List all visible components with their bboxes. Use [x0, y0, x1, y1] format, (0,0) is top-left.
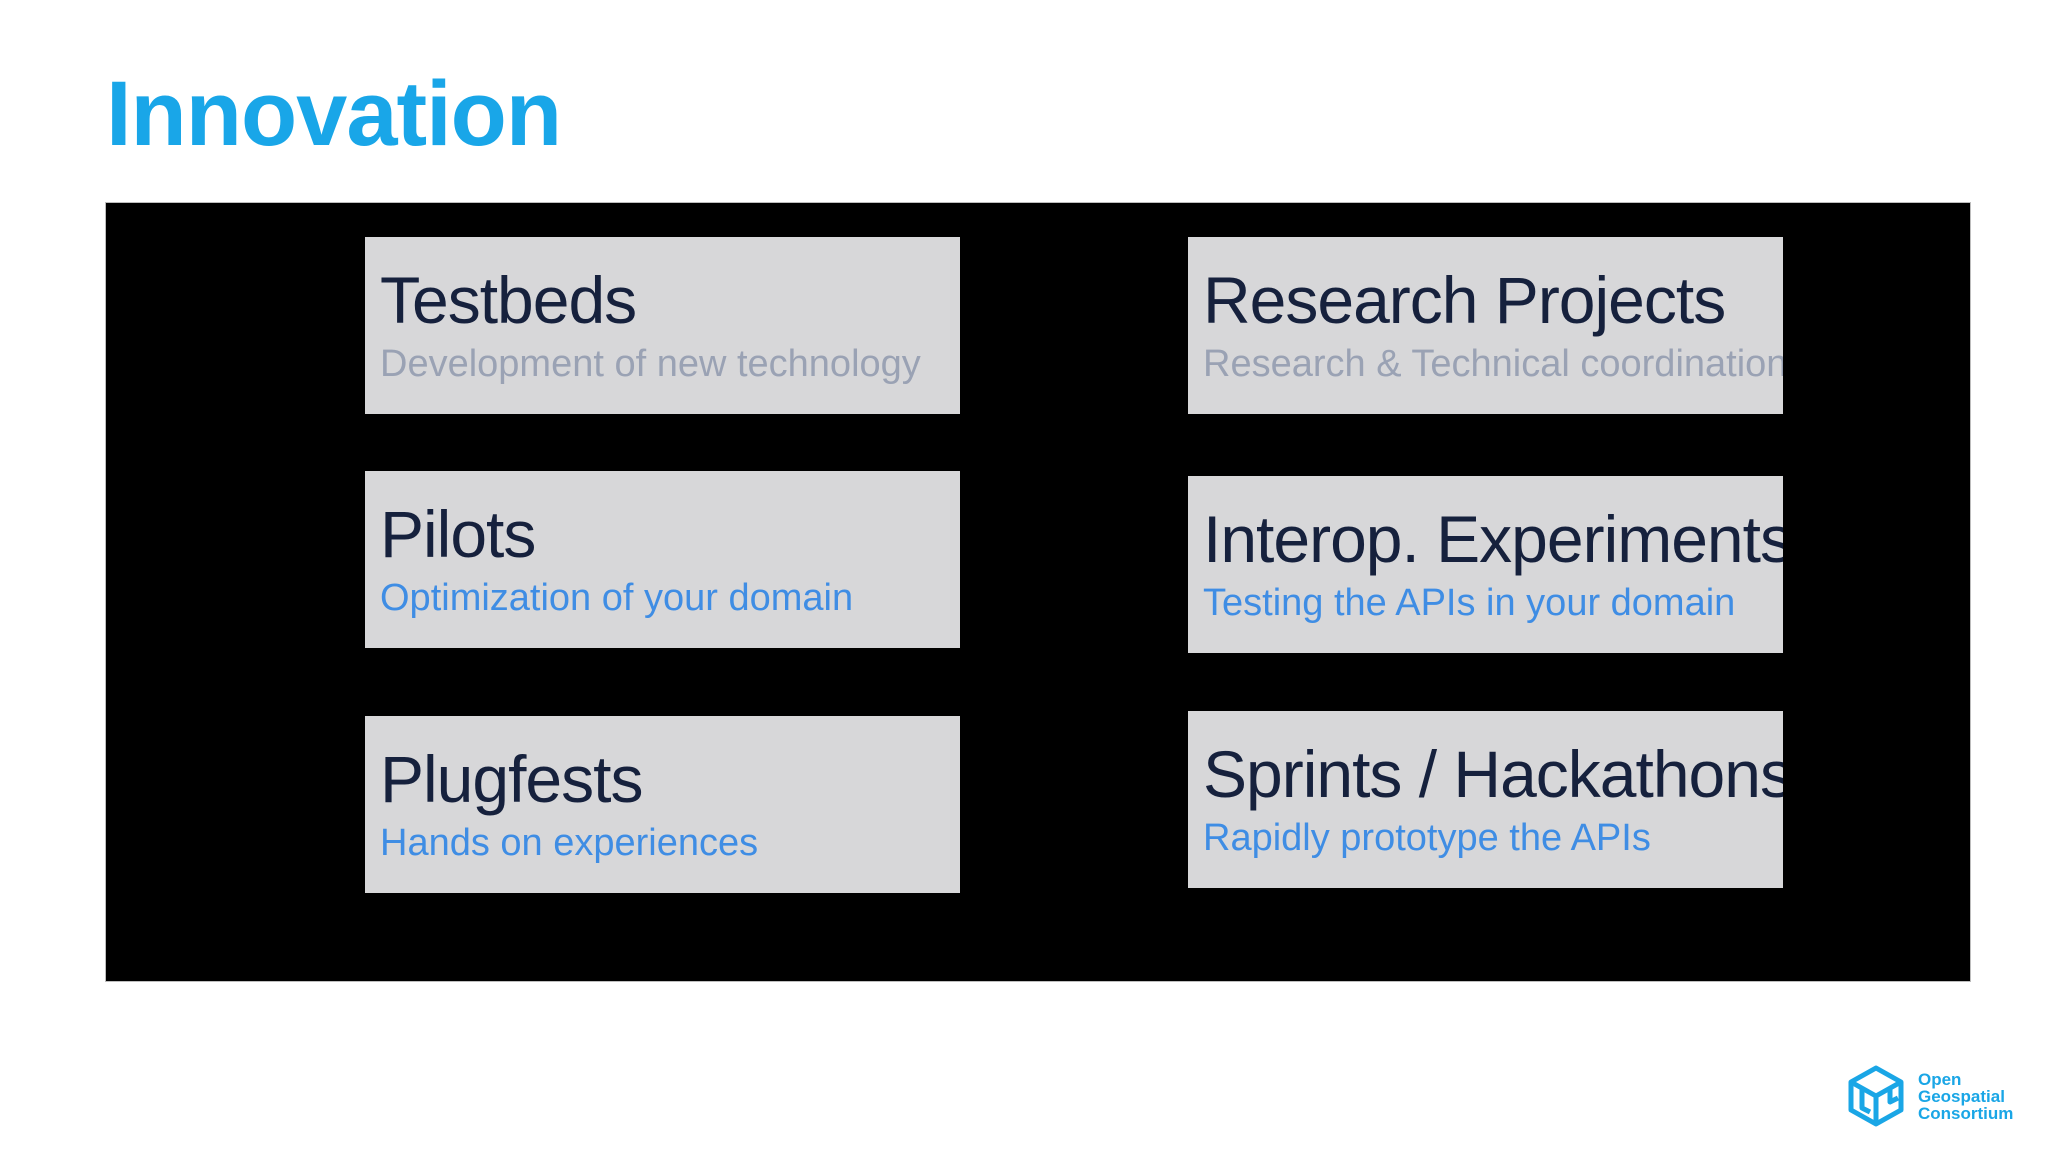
- card-pilots: Pilots Optimization of your domain: [365, 471, 960, 648]
- card-title: Pilots: [380, 497, 536, 571]
- logo-line-consortium: Consortium: [1918, 1103, 2014, 1123]
- card-subtitle: Optimization of your domain: [380, 577, 854, 619]
- card-subtitle: Testing the APIs in your domain: [1203, 582, 1736, 624]
- logo-line-open: Open: [1918, 1069, 1962, 1089]
- logo-line-geospatial: Geospatial: [1918, 1086, 2005, 1106]
- card-title: Testbeds: [380, 263, 637, 337]
- content-panel: Testbeds Development of new technology R…: [106, 203, 1970, 981]
- card-testbeds: Testbeds Development of new technology: [365, 237, 960, 414]
- card-title: Interop. Experiments: [1203, 502, 1783, 576]
- card-title: Research Projects: [1203, 263, 1726, 337]
- card-title: Plugfests: [380, 742, 643, 816]
- card-subtitle: Hands on experiences: [380, 822, 759, 864]
- ogc-wordmark: Open Geospatial Consortium: [1918, 1071, 2013, 1122]
- card-subtitle: Research & Technical coordination: [1203, 343, 1783, 385]
- card-subtitle: Development of new technology: [380, 343, 921, 385]
- card-interop-experiments: Interop. Experiments Testing the APIs in…: [1188, 476, 1783, 653]
- card-plugfests: Plugfests Hands on experiences: [365, 716, 960, 893]
- ogc-logo-icon: [1848, 1065, 1904, 1127]
- slide-title: Innovation: [106, 63, 562, 165]
- ogc-logo: Open Geospatial Consortium: [1846, 1064, 2013, 1128]
- card-sprints-hackathons: Sprints / Hackathons Rapidly prototype t…: [1188, 711, 1783, 888]
- card-subtitle: Rapidly prototype the APIs: [1203, 817, 1651, 859]
- card-research-projects: Research Projects Research & Technical c…: [1188, 237, 1783, 414]
- card-title: Sprints / Hackathons: [1203, 737, 1783, 811]
